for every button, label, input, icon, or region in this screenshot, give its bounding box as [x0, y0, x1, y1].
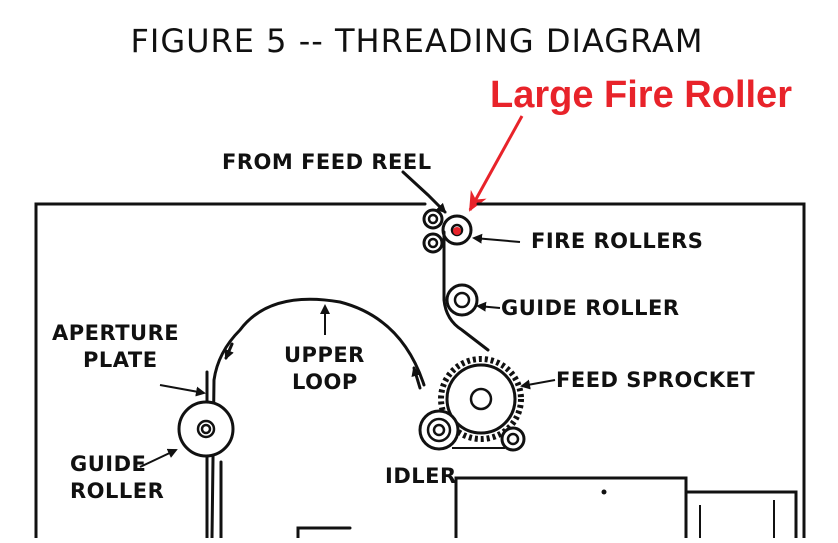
fire-rollers-label: FIRE ROLLERS [531, 229, 703, 253]
film-path-to-sprocket [442, 230, 490, 352]
idler-roller [418, 409, 460, 451]
guide-roller-left-label-line2: ROLLER [70, 479, 164, 503]
feed-sprocket-label: FEED SPROCKET [556, 368, 755, 392]
guide-roller-left-label-line1: GUIDE [70, 452, 146, 476]
projector-frame-right [476, 202, 806, 540]
upper-loop-film [210, 297, 426, 540]
lower-housing [454, 476, 688, 540]
upper-loop-label-line2: LOOP [292, 370, 358, 394]
feed-sprocket [438, 356, 524, 442]
from-feed-reel-label: FROM FEED REEL [222, 150, 432, 174]
fire-rollers [422, 208, 473, 254]
large-fire-roller-marker [453, 227, 461, 235]
guide-roller-right-label: GUIDE ROLLER [501, 296, 680, 320]
callout-arrow [468, 115, 524, 212]
sprocket-pad-roller [500, 426, 526, 452]
large-fire-roller-callout: Large Fire Roller [490, 74, 792, 116]
aperture-plate-label-line2: PLATE [83, 348, 158, 372]
guide-roller-right [445, 283, 479, 317]
film-from-feed-reel-arrow [401, 170, 447, 214]
lower-housing-right [684, 490, 798, 540]
projector-frame-left [34, 202, 427, 540]
idler-label: IDLER [385, 464, 457, 488]
figure-title: FIGURE 5 -- THREADING DIAGRAM [130, 22, 703, 60]
upper-loop-label-line1: UPPER [284, 343, 365, 367]
aperture-plate-label-line1: APERTURE [52, 321, 179, 345]
guide-roller-left [177, 400, 235, 458]
